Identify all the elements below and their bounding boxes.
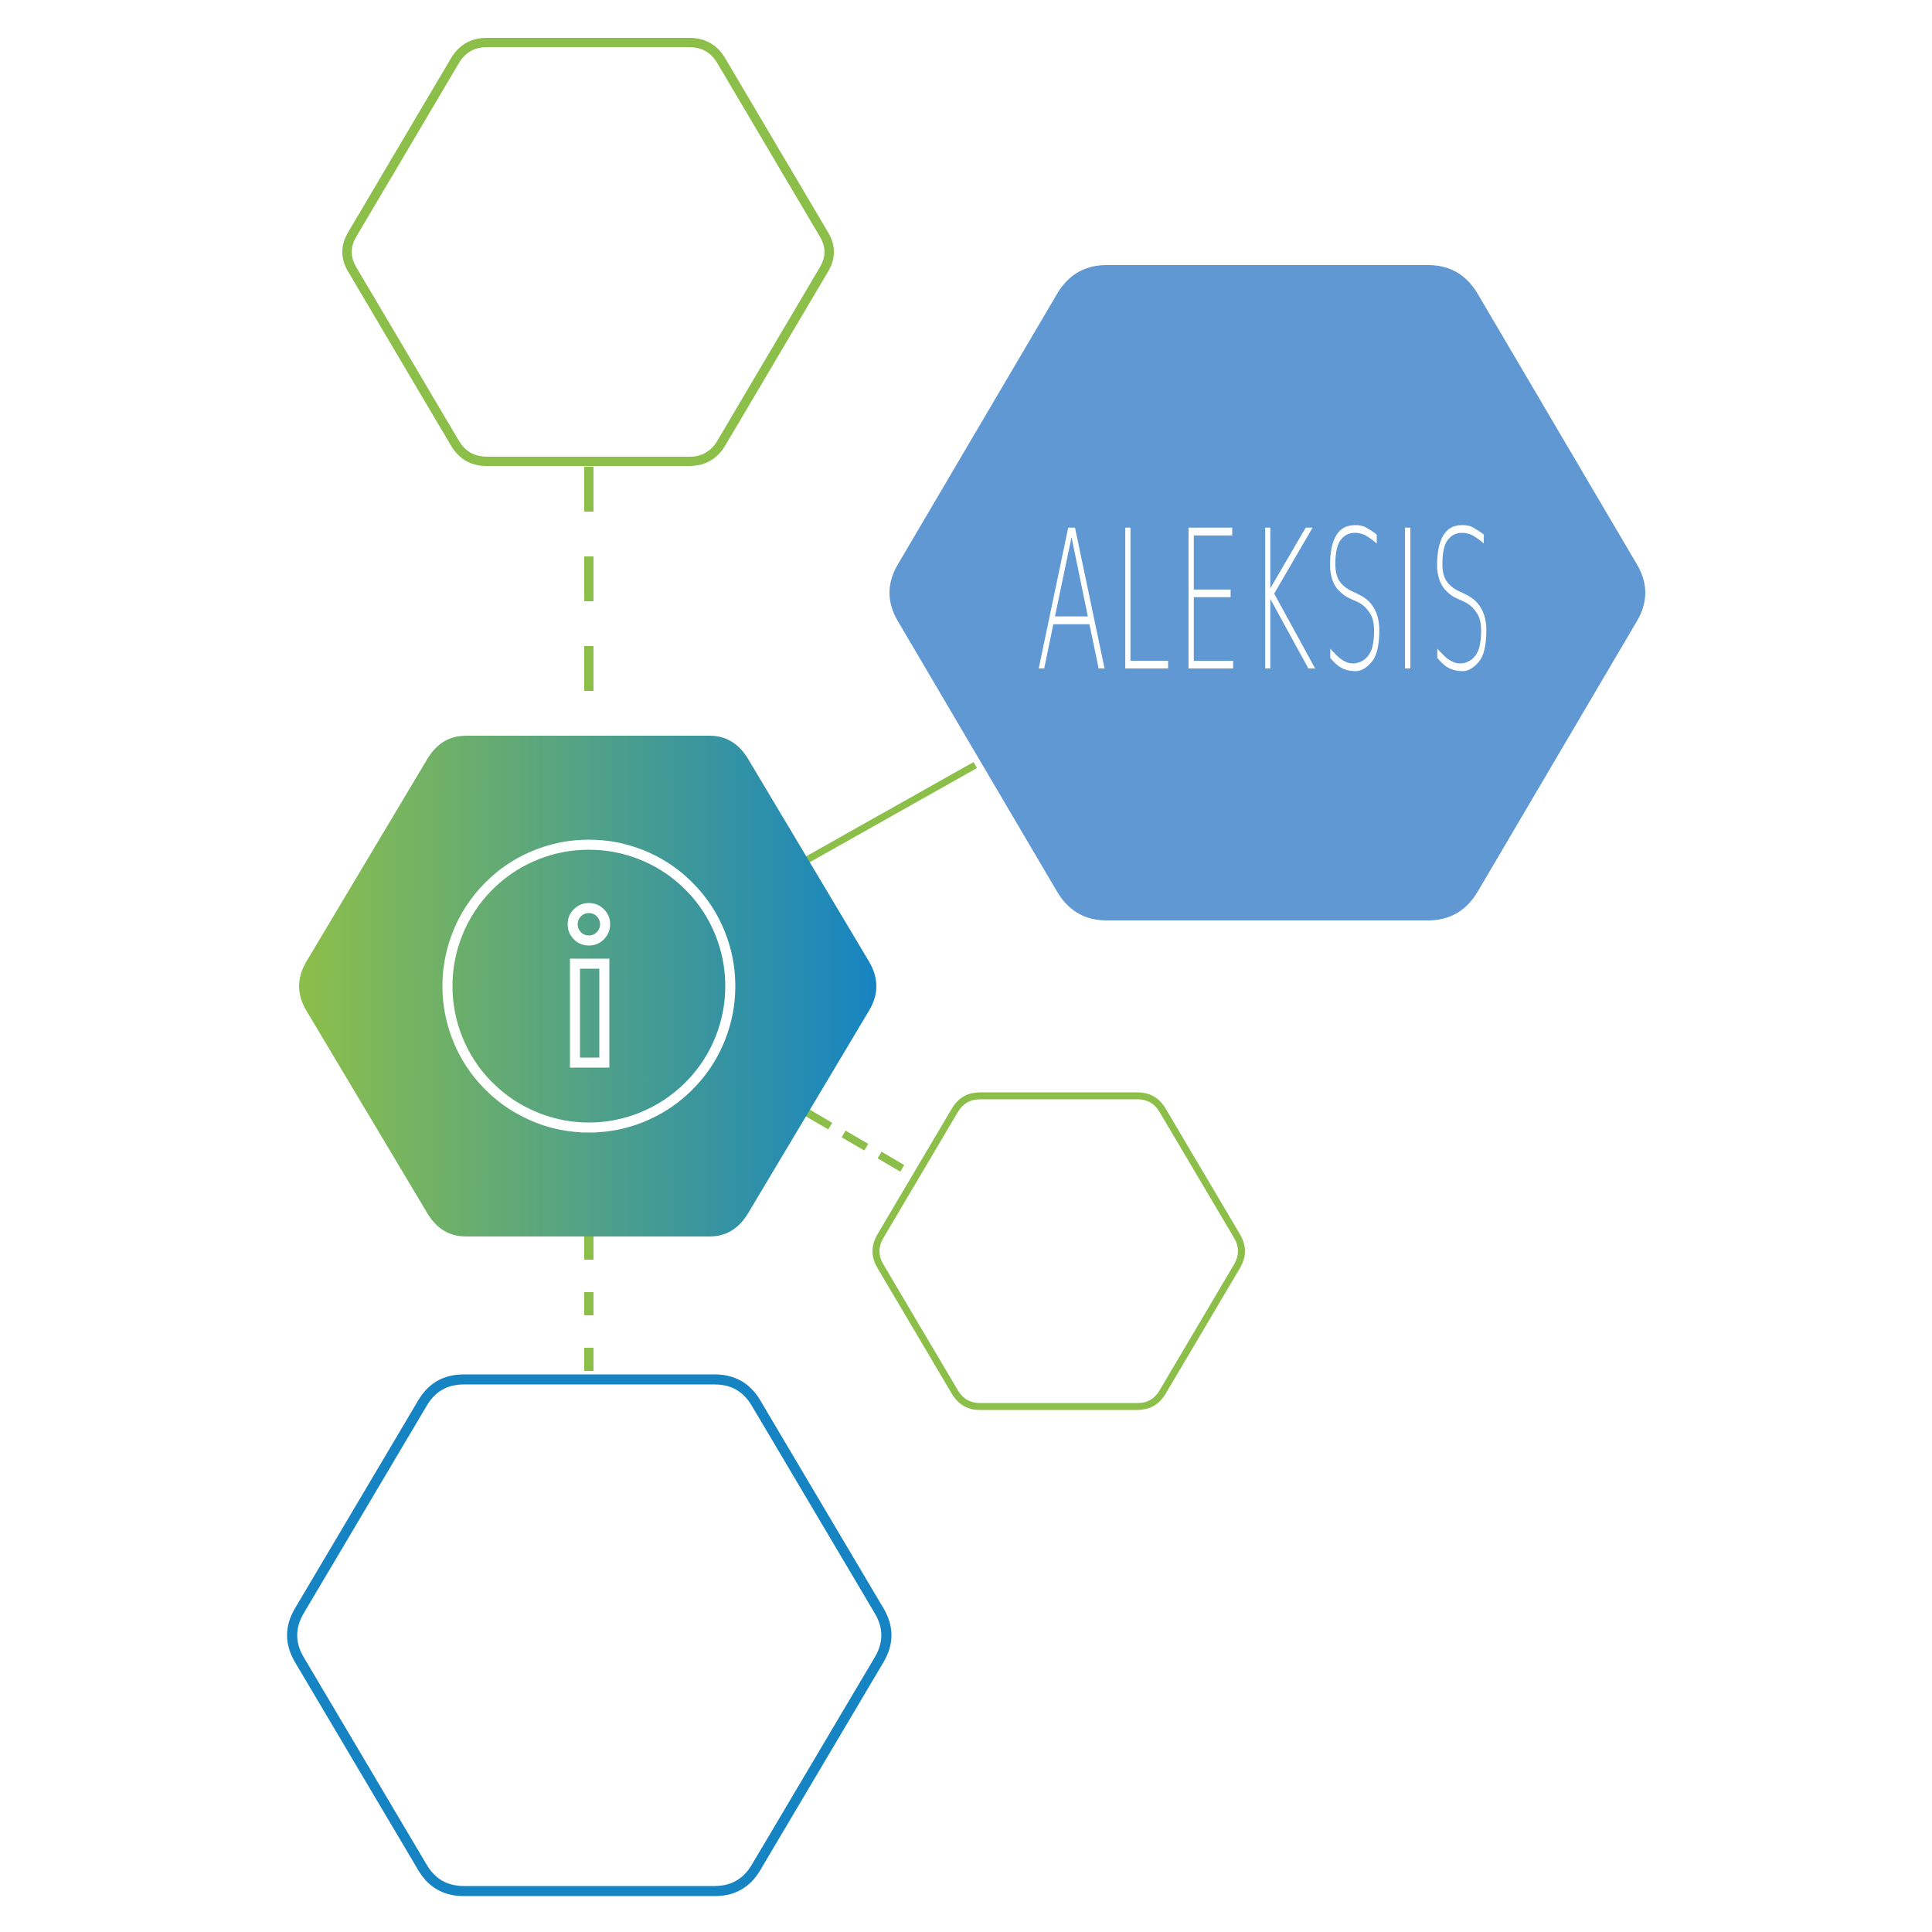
logo-hexagon — [889, 265, 1645, 920]
hexagon-outline-top — [342, 38, 834, 466]
connector-logo — [801, 762, 978, 865]
info-icon — [442, 839, 736, 1133]
logo-text: ALEKSIS — [1036, 489, 1499, 714]
hexagon-center — [299, 736, 876, 1236]
hexagon-outline-right — [872, 1092, 1245, 1410]
connector-right-dashed — [805, 1109, 918, 1180]
hexagon-outline-bottom — [287, 1374, 892, 1896]
